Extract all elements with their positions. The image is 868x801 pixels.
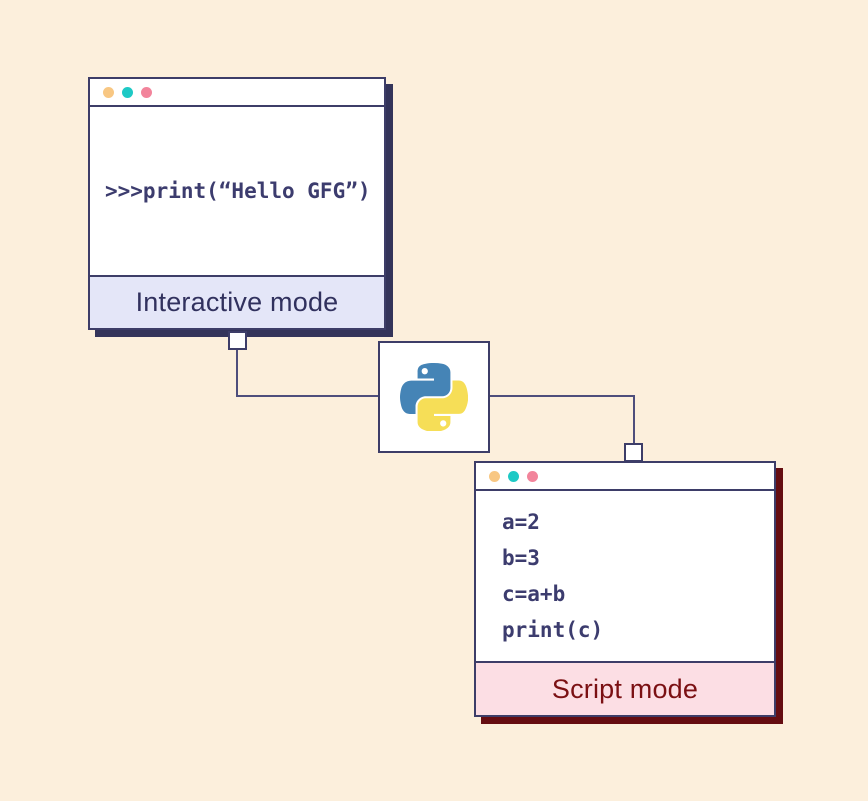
window-titlebar [476,463,774,491]
interactive-code-line: >>>print(“Hello GFG”) [105,179,371,203]
python-logo-blue-snake [400,363,451,414]
traffic-light-dot-1 [103,86,114,98]
traffic-light-dot-1 [489,470,500,482]
connector-line-vertical-right [633,396,635,445]
script-code-line: b=3 [502,546,540,570]
interactive-window-footer: Interactive mode [90,275,384,328]
script-window-footer: Script mode [476,661,774,715]
interactive-window-body: >>>print(“Hello GFG”) [90,107,384,275]
traffic-light-dot-2 [122,86,133,98]
script-code-line: print(c) [502,618,604,642]
traffic-light-dot-3 [141,86,152,98]
script-window-body: a=2 b=3 c=a+b print(c) [476,491,774,661]
connector-node-bottom [624,443,643,462]
script-code-line: a=2 [502,510,540,534]
python-logo-box [378,341,490,453]
traffic-light-dot-3 [527,470,538,482]
script-code-line: c=a+b [502,582,566,606]
python-logo-icon [400,363,468,431]
interactive-mode-window: >>>print(“Hello GFG”) Interactive mode [88,77,386,330]
window-titlebar [90,79,384,107]
connector-line-horizontal-left [236,395,380,397]
connector-line-horizontal-right [489,395,635,397]
script-mode-label: Script mode [551,673,699,704]
interactive-mode-label: Interactive mode [135,287,339,317]
python-logo-yellow-snake [417,380,468,431]
script-mode-window: a=2 b=3 c=a+b print(c) Script mode [474,461,776,717]
connector-node-top [228,331,247,350]
connector-line-vertical-left [236,349,238,397]
traffic-light-dot-2 [508,470,519,482]
